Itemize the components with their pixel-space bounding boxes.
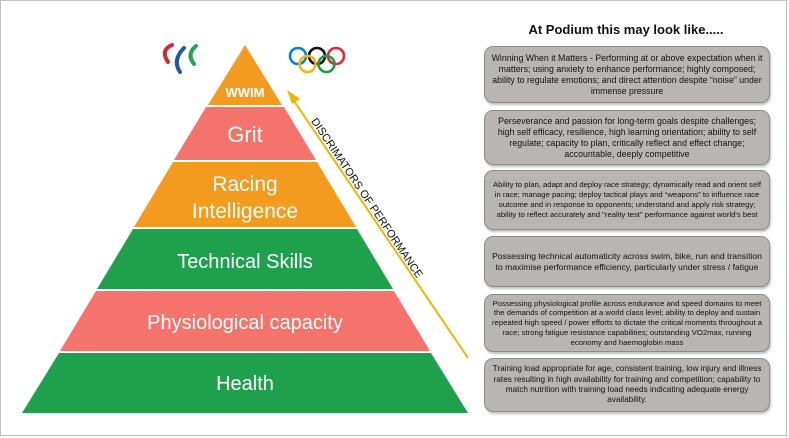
- description-grit: Perseverance and passion for long-term g…: [484, 110, 770, 165]
- pyramid-level-racing-intelligence: [134, 162, 356, 227]
- pyramid-level-wwim: [208, 45, 282, 105]
- pyramid-label-wwim: WWIM: [226, 85, 265, 100]
- description-physiological-capacity-text: Possessing physiological profile across …: [492, 298, 762, 347]
- description-grit-text: Perseverance and passion for long-term g…: [497, 115, 757, 159]
- description-wwim: Winning When it Matters - Performing at …: [484, 46, 770, 103]
- description-technical-skills-text: Possessing technical automaticity across…: [492, 250, 762, 272]
- pyramid-level-physiological-capacity: [60, 291, 430, 351]
- description-wwim-text: Winning When it Matters - Performing at …: [491, 52, 763, 96]
- description-health-text: Training load appropriate for age, consi…: [492, 364, 762, 405]
- pyramid-label-health: Health: [216, 373, 274, 395]
- description-health: Training load appropriate for age, consi…: [484, 358, 770, 412]
- pyramid-level-technical-skills: [97, 229, 393, 289]
- pyramid-label-grit: Grit: [227, 122, 262, 147]
- discriminators-arrow: [287, 90, 469, 359]
- description-racing-intelligence-text: Ability to plan, adapt and deploy race s…: [493, 180, 761, 219]
- description-technical-skills: Possessing technical automaticity across…: [484, 236, 770, 287]
- olympic-rings-logo: [288, 46, 346, 74]
- podium-heading: At Podium this may look like.....: [528, 22, 724, 37]
- pyramid-label-intelligence: Intelligence: [192, 200, 298, 223]
- pyramid-label-racing: Racing: [212, 173, 277, 196]
- paralympic-logo: [162, 43, 198, 74]
- pyramid-label-technical-skills: Technical Skills: [177, 251, 313, 273]
- description-racing-intelligence: Ability to plan, adapt and deploy race s…: [484, 170, 770, 230]
- pyramid-level-health: [22, 353, 468, 413]
- pyramid-level-grit: [174, 107, 316, 160]
- description-physiological-capacity: Possessing physiological profile across …: [484, 294, 770, 352]
- pyramid-label-physiological-capacity: Physiological capacity: [147, 312, 343, 334]
